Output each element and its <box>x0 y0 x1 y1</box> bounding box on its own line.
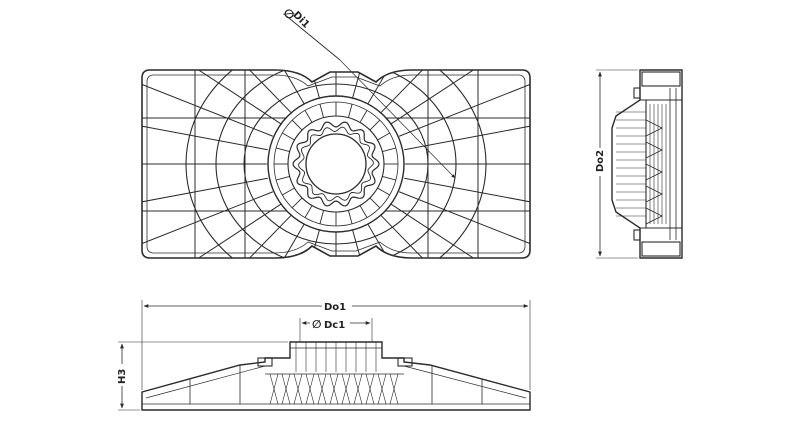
do1-label: Do1 <box>324 302 346 313</box>
side-clip <box>645 207 663 225</box>
front-rib <box>353 373 363 405</box>
hub-spoke <box>291 197 303 209</box>
rib-radial <box>398 70 530 137</box>
front-rib <box>293 373 303 405</box>
front-rib <box>317 373 327 405</box>
rib-radial <box>379 70 499 115</box>
rib-radial <box>390 70 530 125</box>
do2-label: Do2 <box>595 150 606 172</box>
side-outline <box>611 69 683 259</box>
h3-label: H3 <box>117 369 128 384</box>
dc1-symbol: ∅ <box>312 318 321 331</box>
front-rib <box>329 373 339 405</box>
hub-spoke <box>377 132 390 141</box>
front-rib <box>341 373 351 405</box>
rib-radial <box>379 213 499 258</box>
front-rib <box>389 373 399 405</box>
hub-spoke <box>347 210 353 225</box>
hub-spoke <box>377 187 390 196</box>
rib-radial <box>277 226 321 258</box>
rib-radial <box>351 226 395 258</box>
side-clip <box>645 185 663 203</box>
rib-radial <box>142 70 274 137</box>
do1-dimension: Do1 <box>141 299 531 390</box>
side-top-box <box>641 71 681 87</box>
rib-radial <box>142 114 268 151</box>
hub-spoke <box>275 175 290 181</box>
front-rib <box>281 373 291 405</box>
rib-radial <box>142 177 268 214</box>
hub-spoke <box>319 210 325 225</box>
top-view-drawing <box>141 69 531 259</box>
rib-radial <box>351 70 395 102</box>
front-outline <box>141 341 531 411</box>
hub-spoke <box>319 103 325 118</box>
hub-spoke <box>347 103 353 118</box>
hub-spoke <box>275 147 290 153</box>
front-view-drawing <box>141 341 531 411</box>
rib-radial <box>173 70 293 115</box>
hub-spoke <box>282 187 295 196</box>
side-clip <box>645 163 663 181</box>
rib-radial <box>390 203 530 258</box>
hub-spoke <box>369 119 381 131</box>
rib-radial <box>142 191 274 258</box>
rib-radial <box>404 177 530 214</box>
hub-gear-ring-inner <box>298 126 374 202</box>
hub-gear-ring <box>292 121 380 207</box>
hub-spoke <box>291 119 303 131</box>
hub-spoke <box>369 197 381 209</box>
plate-outline <box>141 69 531 259</box>
rib-radial <box>142 70 282 125</box>
do2-dimension: Do2 <box>591 69 638 259</box>
hub-spoke <box>359 110 368 123</box>
hub-spoke <box>382 147 397 153</box>
rib-radial <box>222 70 307 107</box>
rib-radial <box>173 213 293 258</box>
hub-spoke <box>282 132 295 141</box>
side-clip <box>645 141 663 159</box>
front-rib <box>305 373 315 405</box>
rib-radial <box>142 203 282 258</box>
hub-spoke <box>304 110 313 123</box>
front-rib <box>377 373 387 405</box>
hub-spoke <box>382 175 397 181</box>
hub-spoke <box>359 205 368 218</box>
rib-radial <box>398 191 530 258</box>
rib-radial <box>222 221 307 258</box>
rib-radial <box>365 70 450 107</box>
front-rib <box>365 373 375 405</box>
side-clip <box>645 119 663 137</box>
plate-inner-outline <box>146 74 526 254</box>
dc1-dimension: ∅ Dc1 <box>299 316 373 342</box>
side-view-drawing <box>611 69 683 259</box>
dc1-label: Dc1 <box>324 320 345 331</box>
rib-radial <box>365 221 450 258</box>
h3-dimension: H3 <box>113 341 288 411</box>
hub-bore <box>305 133 367 195</box>
side-bottom-box <box>641 241 681 257</box>
rib-radial <box>404 114 530 151</box>
hub-spoke <box>304 205 313 218</box>
front-rib <box>269 373 279 405</box>
